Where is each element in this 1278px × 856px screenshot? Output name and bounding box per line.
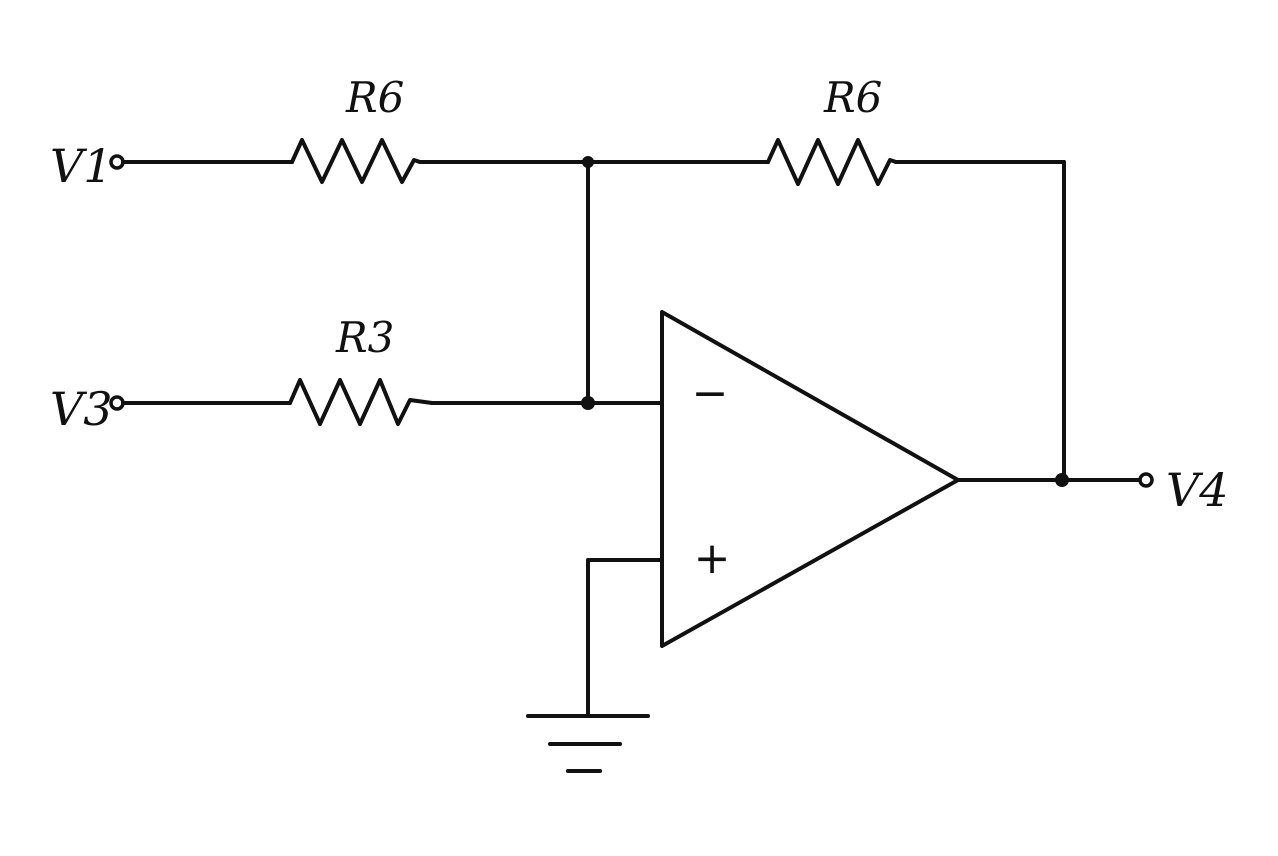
label-r3: R3 (335, 313, 394, 362)
noninverting-wire (586, 558, 664, 718)
label-r6-feedback: R6 (823, 73, 882, 122)
op-amp-triangle (660, 310, 960, 648)
label-v3: V3 (50, 382, 113, 436)
label-r6-left: R6 (345, 73, 404, 122)
label-v4: V4 (1166, 463, 1229, 517)
junction-inverting (581, 396, 595, 410)
v4-terminal (1138, 472, 1154, 488)
resistor-bottom (288, 378, 434, 426)
junction-output (1055, 473, 1069, 487)
resistor-feedback (766, 138, 898, 186)
noninverting-sign: + (694, 533, 731, 584)
resistor-top-left (290, 138, 422, 184)
inverting-sign: − (692, 368, 729, 419)
label-v1: V1 (50, 139, 113, 193)
ground-symbol (526, 714, 650, 773)
